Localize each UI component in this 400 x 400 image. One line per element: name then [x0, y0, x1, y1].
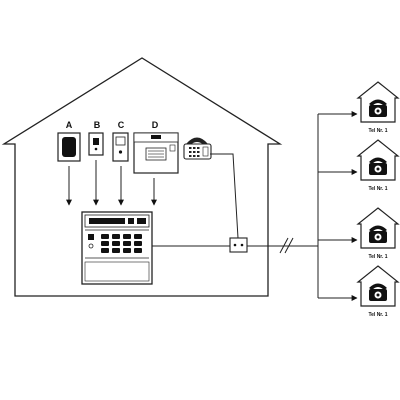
- remote-phone-label: Tel Nr. 1: [368, 128, 387, 134]
- control-panel-icon: [81, 211, 153, 285]
- remote-phone-label: Tel Nr. 1: [368, 254, 387, 260]
- remote-phone-icon: [369, 99, 387, 117]
- house-outline: [1, 57, 283, 297]
- junction-box-icon: [229, 237, 248, 253]
- remote-house-1: Tel Nr. 1: [356, 81, 400, 134]
- remote-house-3: Tel Nr. 1: [356, 207, 400, 260]
- remote-phone-icon: [369, 283, 387, 301]
- label-d: D: [152, 120, 159, 130]
- label-c: C: [118, 120, 125, 130]
- remote-phone-icon: [369, 225, 387, 243]
- desk-phone-icon: [183, 137, 212, 160]
- label-b: B: [94, 120, 101, 130]
- remote-phone-label: Tel Nr. 1: [368, 186, 387, 192]
- device-a-icon: [57, 132, 81, 162]
- remote-house-2: Tel Nr. 1: [356, 139, 400, 192]
- remote-phone-label: Tel Nr. 1: [368, 312, 387, 318]
- phone-cable-line: [210, 153, 239, 239]
- label-a: A: [66, 120, 73, 130]
- remote-house-4: Tel Nr. 1: [356, 265, 400, 318]
- line-break-mark-2: [284, 237, 294, 254]
- line-break-mark-1: [279, 237, 289, 254]
- remote-phone-icon: [369, 157, 387, 175]
- device-b-icon: [88, 132, 104, 156]
- device-c-icon: [112, 132, 129, 162]
- device-d-icon: [133, 132, 179, 174]
